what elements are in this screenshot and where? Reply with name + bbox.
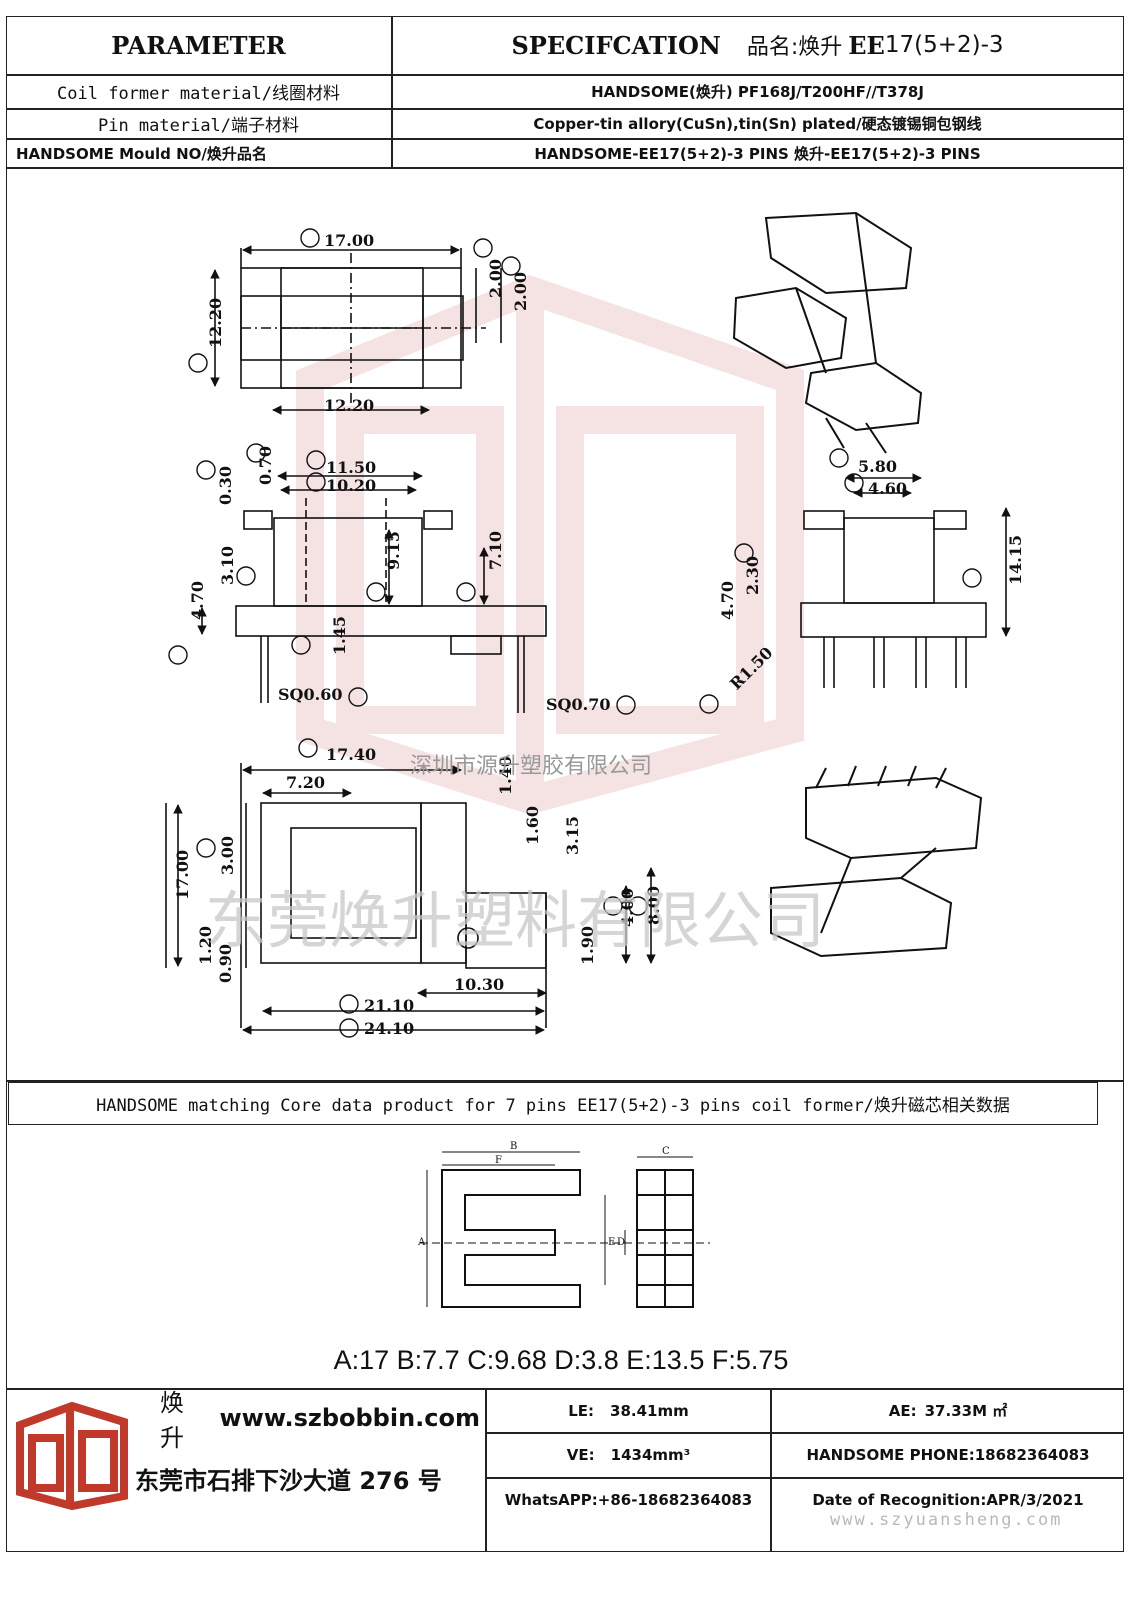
- svg-text:24.10: 24.10: [364, 1019, 414, 1038]
- svg-text:12.20: 12.20: [324, 396, 374, 415]
- svg-text:R1.50: R1.50: [726, 643, 776, 693]
- spec-sheet: [6, 16, 1124, 1552]
- le-cell: LE:38.41mm: [568, 1401, 689, 1420]
- date-cell: Date of Recognition:APR/3/2021: [812, 1491, 1084, 1509]
- svg-text:7.10: 7.10: [486, 531, 505, 570]
- svg-text:4.70: 4.70: [718, 581, 737, 620]
- footer-address: 东莞市石排下沙大道 276 号: [135, 1466, 442, 1495]
- svg-text:E: E: [608, 1237, 615, 1248]
- svg-text:11.50: 11.50: [326, 458, 376, 477]
- coil-material-value: HANDSOME(焕升) PF168J/T200HF//T378J: [591, 83, 924, 101]
- svg-text:A: A: [417, 1237, 426, 1248]
- core-dimensions: A:17 B:7.7 C:9.68 D:3.8 E:13.5 F:5.75: [333, 1344, 789, 1375]
- parameter-heading: PARAMETER: [111, 30, 286, 60]
- svg-text:17.00: 17.00: [173, 850, 192, 900]
- svg-text:1.20: 1.20: [196, 926, 215, 965]
- svg-text:14.15: 14.15: [1006, 535, 1025, 585]
- svg-text:C: C: [662, 1146, 670, 1157]
- svg-text:7.20: 7.20: [286, 773, 325, 792]
- svg-text:1.90: 1.90: [578, 926, 597, 965]
- svg-text:1.60: 1.60: [523, 806, 542, 845]
- ve-cell: VE:1434mm³: [566, 1446, 691, 1464]
- svg-text:SQ0.70: SQ0.70: [546, 695, 610, 714]
- svg-text:0.30: 0.30: [216, 466, 235, 505]
- svg-text:5.80: 5.80: [858, 457, 897, 476]
- svg-text:4.00: 4.00: [618, 888, 637, 927]
- svg-text:2.00: 2.00: [486, 259, 505, 298]
- ae-cell: AE:37.33M ㎡: [888, 1401, 1008, 1421]
- svg-text:SQ0.60: SQ0.60: [278, 685, 342, 704]
- core-data-title: HANDSOME matching Core data product for …: [96, 1096, 1010, 1116]
- phone-cell: HANDSOME PHONE:18682364083: [806, 1446, 1090, 1464]
- core-drawing: B F C A E D: [417, 1141, 710, 1308]
- svg-text:0.70: 0.70: [256, 446, 275, 485]
- svg-text:3.15: 3.15: [563, 816, 582, 855]
- svg-text:4.70: 4.70: [188, 581, 207, 620]
- svg-text:1.45: 1.45: [330, 616, 349, 655]
- specification-heading: SPECIFCATION 品名: 焕升 EE 17(5+2)-3: [511, 30, 1004, 61]
- svg-text:9.15: 9.15: [384, 531, 403, 570]
- svg-text:17.40: 17.40: [326, 745, 376, 764]
- svg-text:8.00: 8.00: [644, 886, 663, 925]
- whatsapp-cell: WhatsAPP:+86-18682364083: [504, 1491, 753, 1509]
- svg-text:2.00: 2.00: [511, 272, 530, 311]
- pin-material-label: Pin material/端子材料: [97, 116, 300, 136]
- svg-text:12.20: 12.20: [206, 298, 225, 348]
- svg-text:10.20: 10.20: [326, 476, 376, 495]
- svg-text:17.00: 17.00: [324, 231, 374, 250]
- footer-brand-line: 焕升 www.szbobbin.com: [160, 1389, 480, 1452]
- technical-drawing: 17.00 12.20 12.20 2.00 2.00 11.50 10.20 …: [165, 211, 1025, 1038]
- svg-text:1.40: 1.40: [496, 756, 515, 795]
- coil-material-label: Coil former material/线圈材料: [57, 84, 340, 104]
- watermark-logo: [296, 275, 804, 815]
- svg-text:2.30: 2.30: [743, 556, 762, 595]
- pin-material-value: Copper-tin allory(CuSn),tin(Sn) plated/硬…: [533, 115, 982, 133]
- svg-text:3.10: 3.10: [218, 546, 237, 585]
- svg-text:F: F: [495, 1155, 502, 1166]
- svg-text:B: B: [510, 1141, 517, 1152]
- svg-text:3.00: 3.00: [218, 836, 237, 875]
- company-logo: [16, 1401, 128, 1511]
- svg-text:0.90: 0.90: [216, 944, 235, 983]
- svg-text:D: D: [617, 1237, 625, 1248]
- svg-text:10.30: 10.30: [454, 975, 504, 994]
- svg-text:4.60: 4.60: [868, 479, 907, 498]
- svg-text:21.10: 21.10: [364, 996, 414, 1015]
- mould-no-value: HANDSOME-EE17(5+2)-3 PINS 焕升-EE17(5+2)-3…: [534, 144, 981, 163]
- mould-no-label: HANDSOME Mould NO/焕升品名: [16, 144, 267, 163]
